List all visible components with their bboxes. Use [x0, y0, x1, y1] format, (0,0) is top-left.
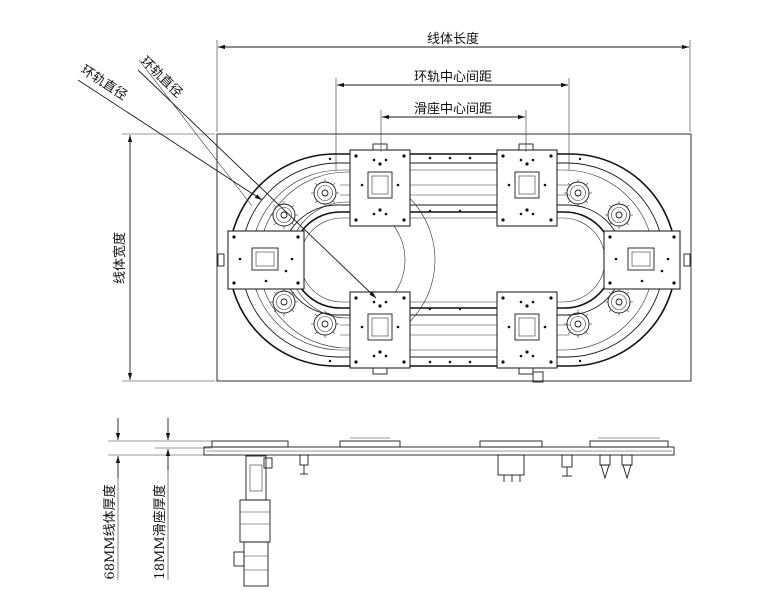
side-base	[203, 446, 675, 456]
motor-assembly	[233, 455, 273, 587]
line-length-label: 线体长度	[427, 31, 479, 47]
edge-clamps	[217, 143, 691, 383]
top-view	[216, 133, 692, 383]
ring-diameter-label-2: 环轨直径	[137, 54, 185, 101]
rail-bolts	[328, 156, 582, 364]
slide-center-distance-label: 滑座中心间距	[414, 102, 492, 117]
line-width-label: 线体宽度	[112, 232, 128, 284]
base-plate	[216, 133, 692, 382]
ring-center-distance-label: 环轨中心间距	[414, 70, 492, 85]
slide-thickness-label: 18MM滑座厚度	[152, 484, 168, 579]
ring-diameter-label-1: 环轨直径	[78, 63, 130, 104]
bottom-fittings	[299, 454, 633, 482]
line-thickness-label: 68MM线体厚度	[102, 484, 118, 579]
side-view	[203, 437, 675, 587]
dimensions	[77, 40, 691, 580]
